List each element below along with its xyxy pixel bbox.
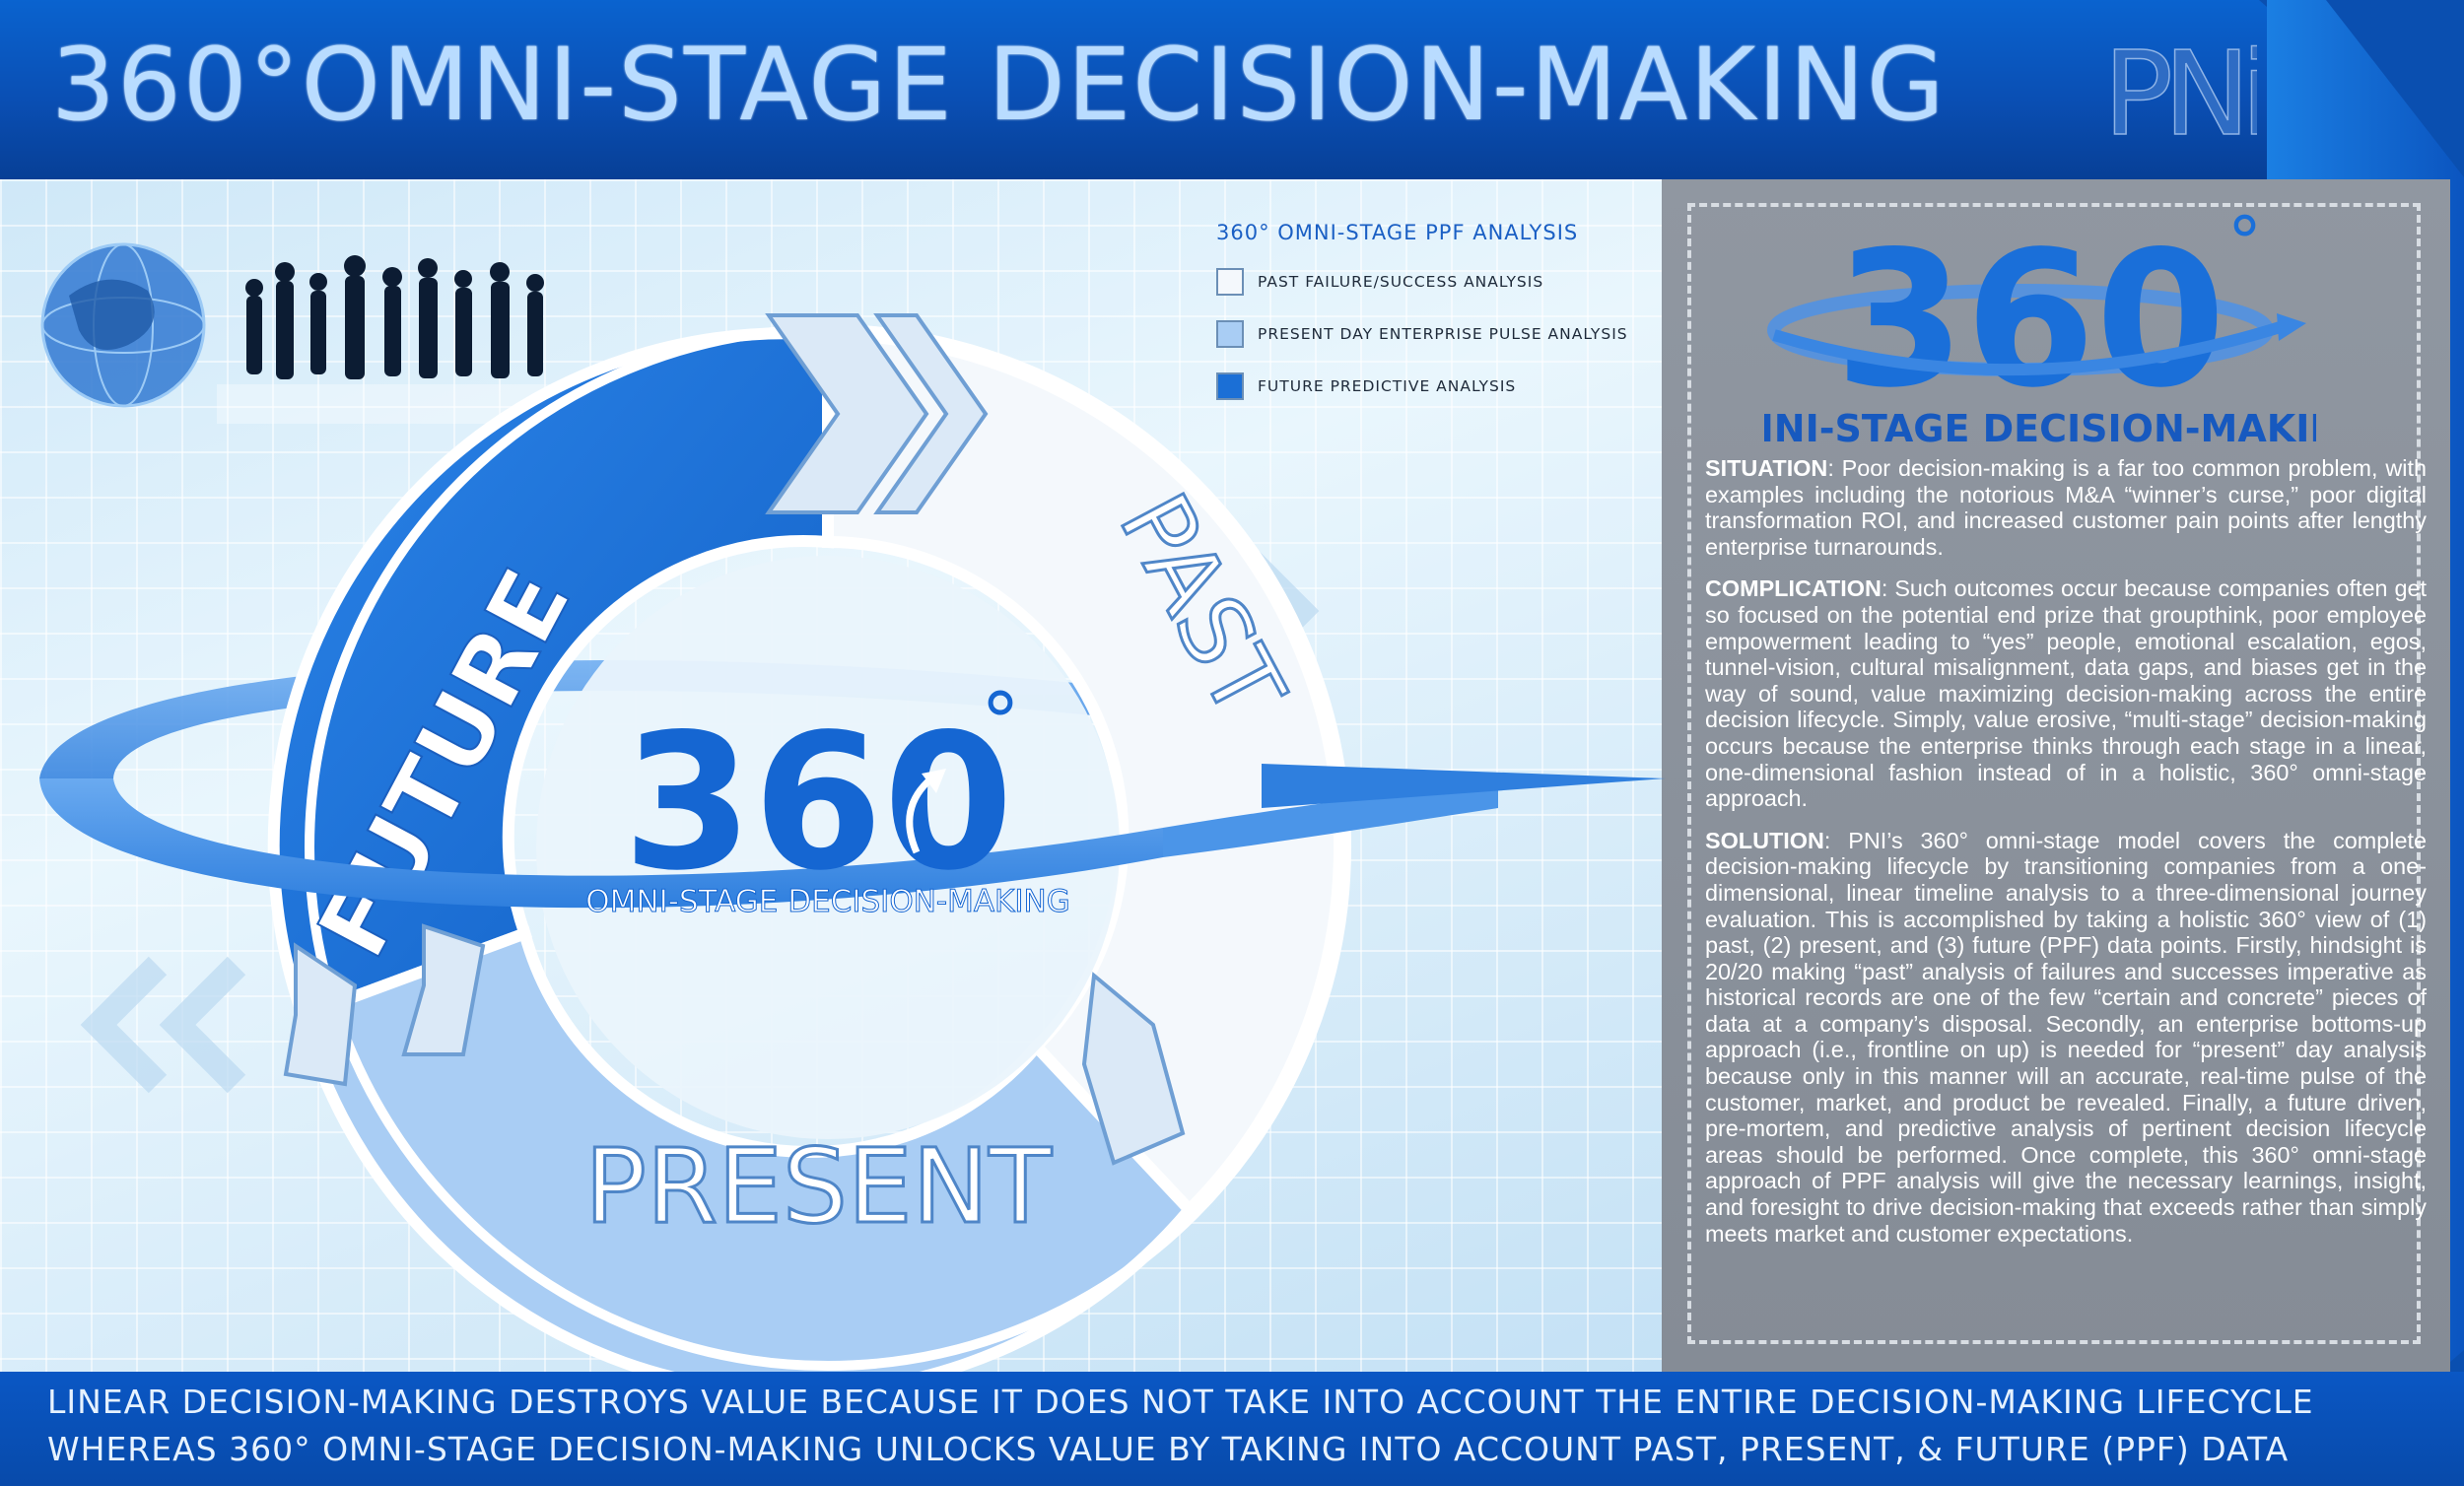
solution-paragraph: SOLUTION: PNI’s 360° omni-stage model co…	[1705, 828, 2427, 1248]
panel-logo-number: 360	[1835, 211, 2226, 429]
swoosh-arrow-tail	[1163, 778, 1498, 857]
footer-banner	[0, 1372, 2464, 1486]
legend-swatch-past	[1216, 268, 1244, 296]
legend-item-present: PRESENT DAY ENTERPRISE PULSE ANALYSIS	[1216, 318, 1670, 350]
panel-logo-caption: OMNI-STAGE DECISION-MAKING	[1764, 407, 2316, 450]
pni-logo-text: PNi	[2109, 26, 2257, 162]
legend-label-present: PRESENT DAY ENTERPRISE PULSE ANALYSIS	[1258, 325, 1628, 343]
ppf-ring	[267, 313, 1351, 1372]
globe-people-illustration	[40, 242, 572, 424]
ring-chevrons	[283, 313, 1186, 1166]
panel-body-text: SITUATION: Poor decision-making is a far…	[1705, 455, 2427, 1262]
complication-paragraph: COMPLICATION: Such outcomes occur becaus…	[1705, 575, 2427, 811]
legend-label-past: PAST FAILURE/SUCCESS ANALYSIS	[1258, 273, 1544, 291]
solution-heading: SOLUTION	[1705, 827, 1824, 853]
footer-line-2: WHEREAS 360° OMNI-STAGE DECISION-MAKING …	[47, 1430, 2290, 1468]
info-panel	[1662, 179, 2450, 1372]
header-banner	[0, 0, 2464, 179]
panel-360-logo: 360 ° OMNI-STAGE DECISION-MAKING	[1764, 202, 2316, 450]
legend-title: 360° OMNI-STAGE PPF ANALYSIS	[1216, 221, 1579, 244]
center-360-degree: °	[981, 676, 1020, 768]
center-rotation-arrow	[906, 776, 934, 854]
center-caption: OMNI-STAGE DECISION-MAKING	[585, 884, 1069, 919]
legend-swatch-present	[1216, 320, 1244, 348]
pni-logo: PNi	[2109, 25, 2257, 163]
legend-swatch-future	[1216, 372, 1244, 400]
situation-paragraph: SITUATION: Poor decision-making is a far…	[1705, 455, 2427, 560]
situation-heading: SITUATION	[1705, 455, 1828, 481]
complication-body: : Such outcomes occur because companies …	[1705, 575, 2427, 812]
segment-label-present: PRESENT	[584, 1126, 1052, 1247]
info-panel-dashed-border	[1687, 203, 2421, 1344]
swoosh-arrow-head	[1262, 764, 1666, 808]
legend-item-future: FUTURE PREDICTIVE ANALYSIS	[1216, 371, 1670, 402]
solution-body: : PNI’s 360° omni-stage model covers the…	[1705, 827, 2427, 1247]
legend-label-future: FUTURE PREDICTIVE ANALYSIS	[1258, 377, 1517, 395]
footer-line-1: LINEAR DECISION-MAKING DESTROYS VALUE BE…	[47, 1383, 2314, 1421]
ppf-cycle-diagram: FUTURE PAST PRESENT 360 ° OMNI-STAGE DEC…	[39, 242, 1666, 1372]
center-360-number: 360	[623, 694, 1014, 912]
ring-segment-past	[822, 328, 1345, 1219]
situation-body: : Poor decision-making is a far too comm…	[1705, 455, 2427, 560]
swoosh-band-front	[39, 778, 1163, 909]
legend: 360° OMNI-STAGE PPF ANALYSIS PAST FAILUR…	[1216, 221, 1670, 423]
legend-item-past: PAST FAILURE/SUCCESS ANALYSIS	[1216, 266, 1670, 298]
panel-logo-degree: °	[2227, 202, 2262, 283]
page-title: 360°OMNI-STAGE DECISION-MAKING	[51, 27, 1947, 144]
complication-heading: COMPLICATION	[1705, 575, 1882, 602]
